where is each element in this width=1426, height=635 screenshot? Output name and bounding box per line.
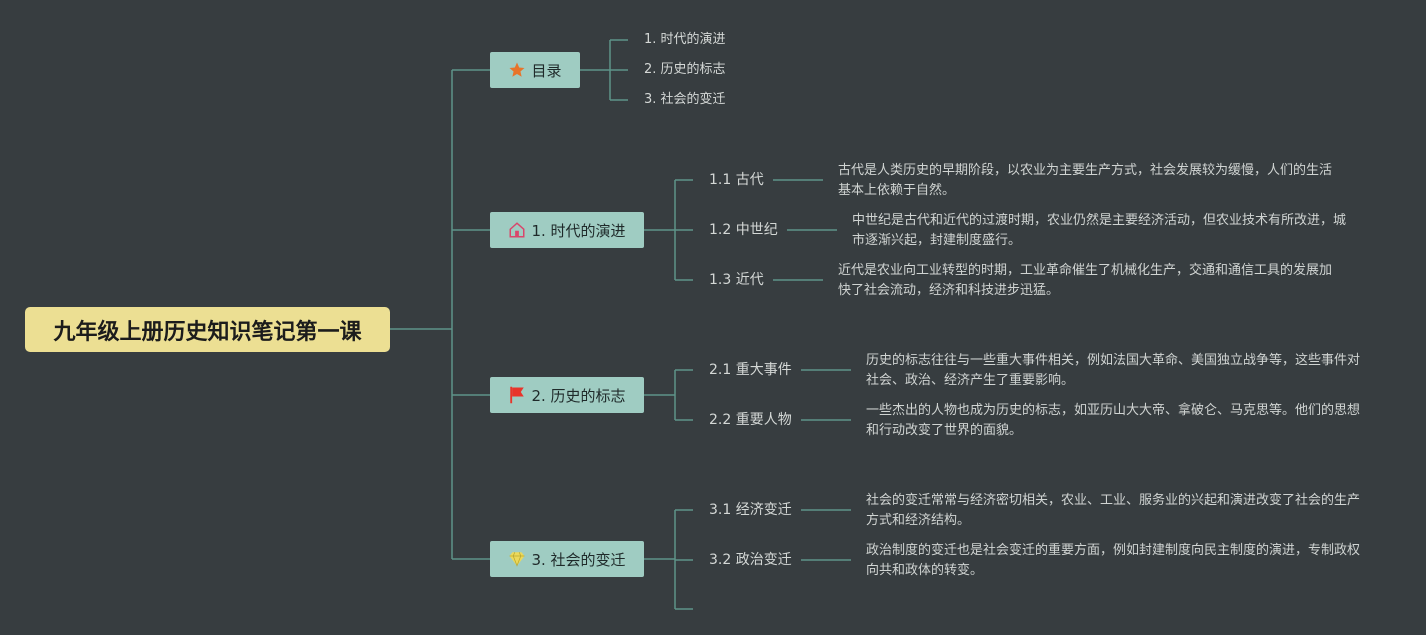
desc-modern[interactable]: 近代是农业向工业转型的时期，工业革命催生了机械化生产，交通和通信工具的发展加快了… (838, 263, 1333, 298)
subtopic-ancient[interactable]: 1.1 古代 (709, 172, 764, 188)
desc-major-events[interactable]: 历史的标志往往与一些重大事件相关，例如法国大革命、美国独立战争等，这些事件对社会… (866, 353, 1361, 388)
branch-toc[interactable]: 目录 (490, 52, 580, 88)
subtopic-modern[interactable]: 1.3 近代 (709, 272, 764, 288)
desc-economic-change[interactable]: 社会的变迁常常与经济密切相关，农业、工业、服务业的兴起和演进改变了社会的生产方式… (866, 493, 1361, 528)
diamond-icon (508, 550, 526, 568)
toc-item-2[interactable]: 2. 历史的标志 (644, 62, 726, 77)
desc-key-figures[interactable]: 一些杰出的人物也成为历史的标志，如亚历山大大帝、拿破仑、马克思等。他们的思想和行… (866, 403, 1361, 438)
branch-era-evolution[interactable]: 1. 时代的演进 (490, 212, 644, 248)
subtopic-key-figures[interactable]: 2.2 重要人物 (709, 412, 792, 428)
toc-item-1[interactable]: 1. 时代的演进 (644, 32, 726, 47)
branch-history-markers[interactable]: 2. 历史的标志 (490, 377, 644, 413)
desc-ancient[interactable]: 古代是人类历史的早期阶段，以农业为主要生产方式，社会发展较为缓慢，人们的生活基本… (838, 163, 1333, 198)
subtopic-economic-change[interactable]: 3.1 经济变迁 (709, 502, 792, 518)
subtopic-political-change[interactable]: 3.2 政治变迁 (709, 552, 792, 568)
branch-toc-label: 目录 (531, 61, 562, 80)
desc-political-change[interactable]: 政治制度的变迁也是社会变迁的重要方面，例如封建制度向民主制度的演进，专制政权向共… (866, 543, 1361, 578)
toc-item-3[interactable]: 3. 社会的变迁 (644, 92, 726, 107)
subtopic-major-events[interactable]: 2.1 重大事件 (709, 362, 792, 378)
root-topic[interactable]: 九年级上册历史知识笔记第一课 (25, 307, 390, 352)
branch-era-evolution-label: 1. 时代的演进 (531, 221, 626, 240)
root-title: 九年级上册历史知识笔记第一课 (53, 319, 362, 345)
flag-icon (508, 385, 526, 405)
desc-medieval[interactable]: 中世纪是古代和近代的过渡时期，农业仍然是主要经济活动，但农业技术有所改进，城市逐… (852, 213, 1347, 248)
house-icon (508, 221, 526, 239)
branch-history-markers-label: 2. 历史的标志 (531, 386, 626, 405)
branch-social-change-label: 3. 社会的变迁 (531, 550, 626, 569)
branch-social-change[interactable]: 3. 社会的变迁 (490, 541, 644, 577)
subtopic-medieval[interactable]: 1.2 中世纪 (709, 222, 778, 238)
star-icon (508, 61, 526, 79)
